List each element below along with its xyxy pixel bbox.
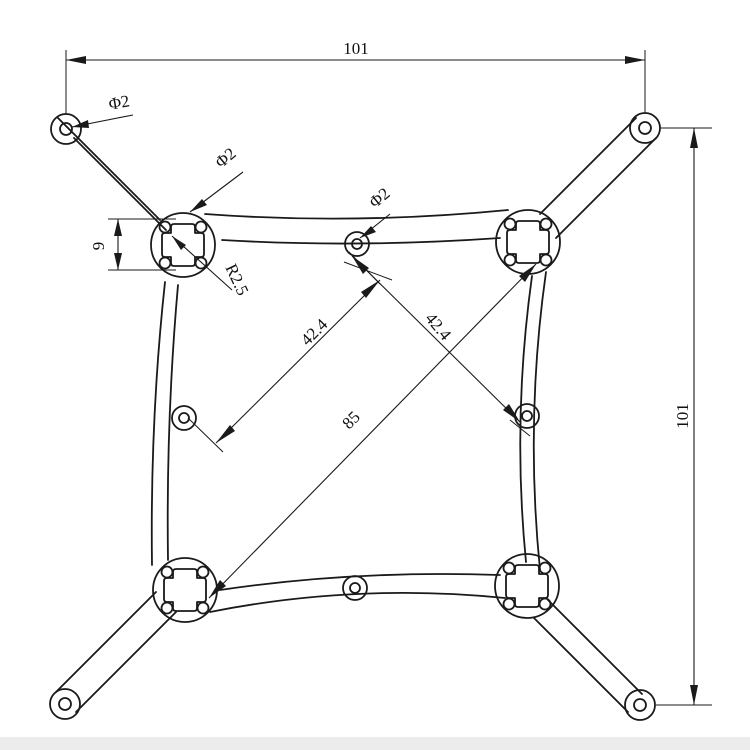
top-width-label: 101 [343,39,369,58]
motor-hole-label: Φ2 [211,144,239,172]
tip-hole-label: Φ2 [107,91,131,113]
right-height-dimension [656,127,712,706]
mount-spacing-label: 9 [89,242,108,251]
footer-band [0,737,750,750]
center-hole-label: Φ2 [365,184,393,212]
half-diagonal-left-dimension [187,251,381,453]
center-hole-leader [359,213,391,239]
mount-spacing-dimension [108,218,176,271]
frame-outline [150,209,547,613]
full-diagonal-dimension [208,263,537,599]
top-width-dimension [65,50,646,114]
tip-hole-leader [71,114,134,128]
full-diagonal-label: 85 [338,407,363,432]
half-diagonal-left-label: 42.4 [297,315,332,350]
half-diagonal-right-label: 42.4 [421,309,455,344]
right-height-label: 101 [673,403,692,429]
radius-leader [171,235,233,291]
radius-label: R2.5 [221,261,252,299]
motor-hole-leader [189,171,244,213]
frame-arms [55,117,657,713]
half-diagonal-right-dimension [343,255,531,437]
